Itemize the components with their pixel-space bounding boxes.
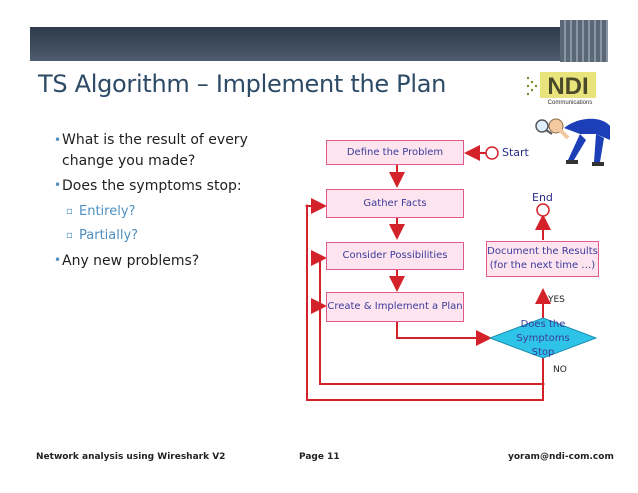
decision-label: Does the Symptoms Stop xyxy=(508,318,578,360)
bullet-item: • Does the symptoms stop: ▫ Entirely? ▫ … xyxy=(54,178,292,243)
bullet-dot: • xyxy=(54,178,62,192)
header-banner-stripes xyxy=(560,20,608,62)
step-document-results: Document the Results (for the next time … xyxy=(486,241,599,277)
header-banner xyxy=(30,27,608,61)
bullet-text: What is the result of every xyxy=(62,132,248,148)
yes-label: YES xyxy=(548,295,565,305)
logo-text: NDI xyxy=(547,73,588,100)
step-consider-possibilities: Consider Possibilities xyxy=(326,242,464,270)
sub-bullet-dot: ▫ xyxy=(66,206,73,217)
sub-bullet-dot: ▫ xyxy=(66,230,73,241)
start-label: Start xyxy=(502,146,529,159)
bullet-dot: • xyxy=(54,133,62,147)
step-gather-facts: Gather Facts xyxy=(326,189,464,218)
sub-bullet-text: Partially? xyxy=(79,228,139,243)
end-label: End xyxy=(532,191,553,204)
start-node xyxy=(485,146,499,160)
no-label: NO xyxy=(553,365,567,375)
bullet-dot: • xyxy=(54,253,62,267)
bullet-text: Does the symptoms stop: xyxy=(62,178,242,194)
decision-line2: Symptoms xyxy=(516,333,570,344)
bullet-item: • What is the result of every change you… xyxy=(54,130,292,172)
logo-subtext: Communications xyxy=(548,100,593,106)
arrow-implement-decision xyxy=(396,322,492,346)
sub-bullet-item: ▫ Partially? xyxy=(66,228,139,243)
decision-line1: Does the xyxy=(520,319,566,330)
sub-bullet-text: Entirely? xyxy=(79,204,136,219)
document-line1: Document the Results xyxy=(487,246,598,257)
step-define-problem: Define the Problem xyxy=(326,140,464,165)
slide-title: TS Algorithm – Implement the Plan xyxy=(38,70,447,98)
document-line2: (for the next time …) xyxy=(489,260,596,271)
decision-line3: Stop xyxy=(531,347,555,358)
bullet-text: Any new problems? xyxy=(62,253,200,269)
ndi-logo: NDI Communications xyxy=(522,70,600,106)
footer-left: Network analysis using Wireshark V2 xyxy=(36,452,226,462)
decision-diamond xyxy=(488,317,598,359)
footer-page-number: Page 11 xyxy=(299,452,340,462)
sub-bullet-item: ▫ Entirely? xyxy=(66,204,136,219)
arrow-no-loop-gather xyxy=(306,198,544,401)
footer-email: yoram@ndi-com.com xyxy=(508,452,614,462)
end-node xyxy=(536,203,550,217)
bullet-item: • Any new problems? xyxy=(54,253,292,269)
bullet-text-cont: change you made? xyxy=(62,153,196,169)
detective-man-icon xyxy=(535,118,610,166)
step-create-implement: Create & Implement a Plan xyxy=(326,292,464,322)
arrow-no-loop-consider xyxy=(311,250,543,385)
